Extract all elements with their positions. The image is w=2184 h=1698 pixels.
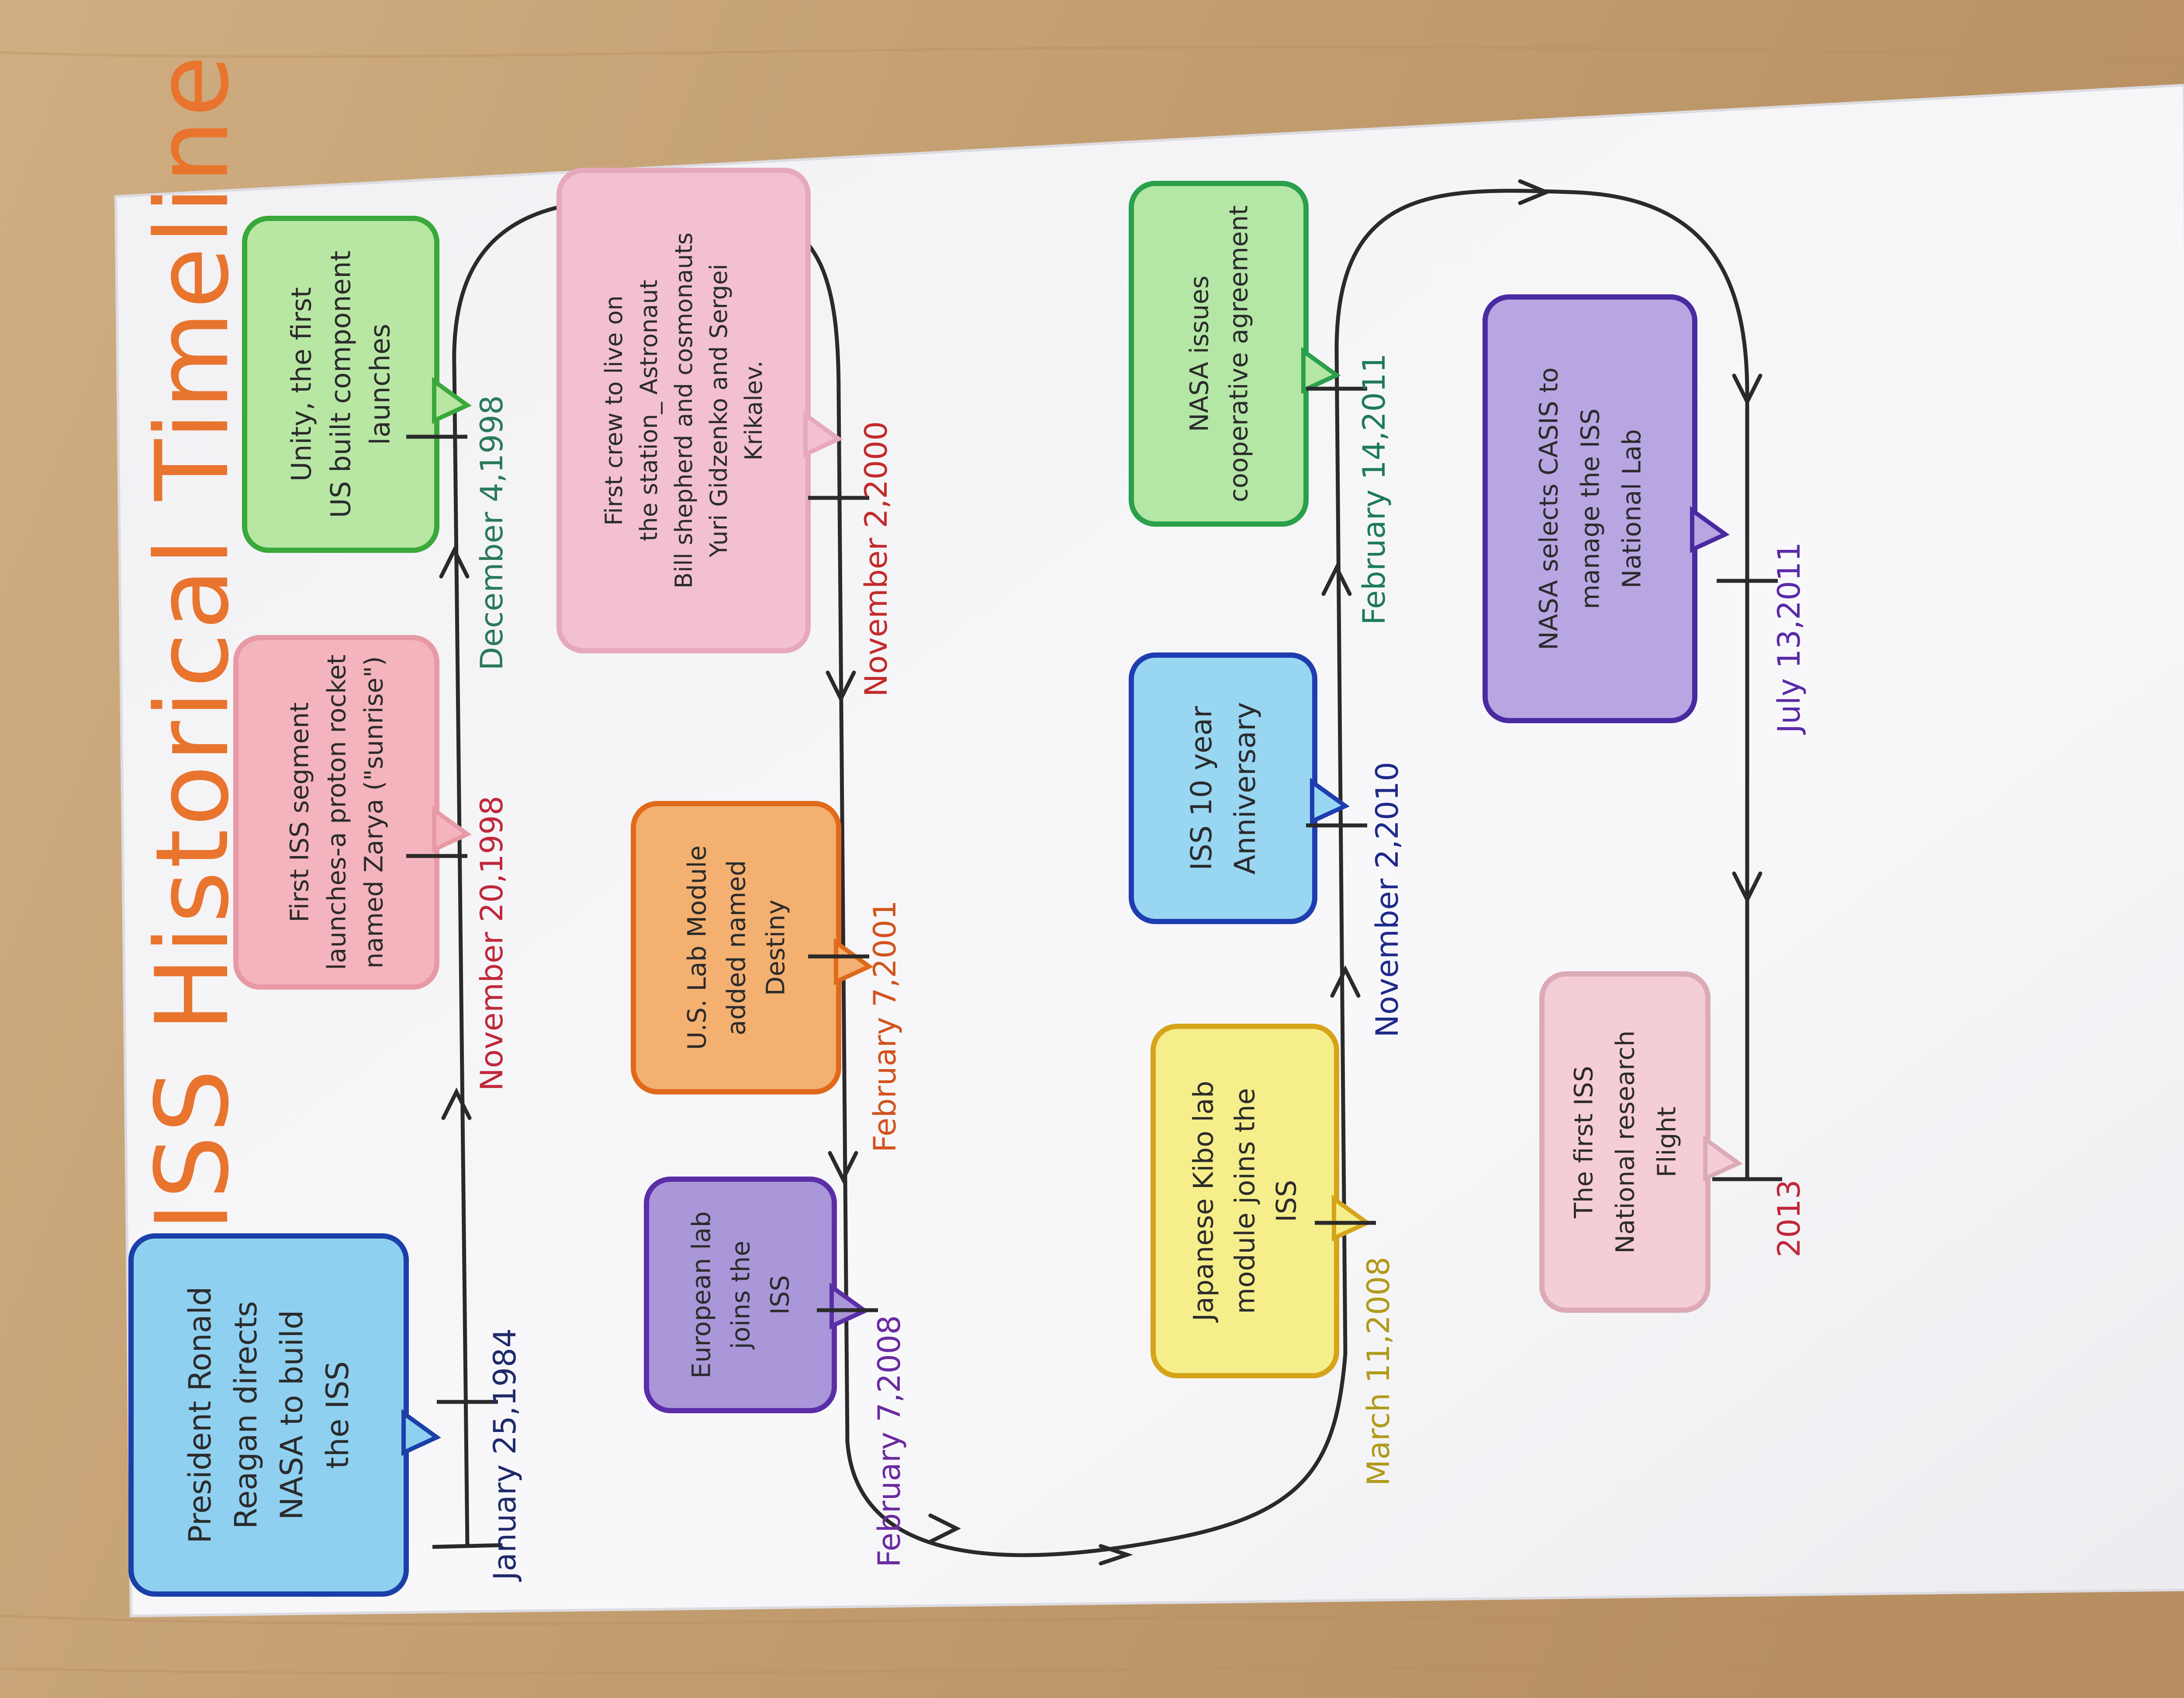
event-card: NASA issues cooperative agreement February… — [1129, 181, 1392, 625]
event-description-line: cooperative agreement — [1223, 205, 1253, 502]
event-date: January 25,1984 — [487, 1328, 523, 1582]
event-description-line: U.S. Lab Module — [682, 846, 712, 1050]
arrow-down-icon — [828, 1151, 858, 1184]
event-bubble — [556, 168, 811, 653]
event-bubble — [128, 1233, 409, 1597]
event-description-line: the station_ Astronaut — [635, 280, 663, 542]
event-description-line: ISS — [1271, 1180, 1303, 1222]
event-bubble-pointer — [432, 377, 472, 424]
event-description-line: Japanese Kibo lab — [1188, 1081, 1220, 1323]
event-date: February 7,2008 — [871, 1315, 907, 1567]
event-description-line: manage the ISS — [1575, 408, 1605, 609]
event-description-line: The first ISS — [1569, 1066, 1598, 1219]
event-description-line: First ISS segment — [284, 702, 314, 922]
event-description-line: NASA issues — [1184, 276, 1214, 432]
event-description-line: Flight — [1652, 1107, 1681, 1177]
event-description-line: NASA selects CASIS to — [1534, 367, 1563, 650]
arrow-up-icon — [1321, 563, 1352, 596]
event-card: Japanese Kibo lab module joins the ISS Marc… — [1151, 1024, 1396, 1486]
event-date: November 2,2010 — [1369, 762, 1405, 1037]
event-date: November 2,2000 — [858, 421, 894, 697]
arrow-down-icon — [1732, 871, 1762, 904]
event-description-line: Yuri Gidzenko and Sergei — [705, 264, 733, 558]
event-description-line: launches-a proton rocket — [321, 655, 351, 970]
wood-grain — [0, 45, 2184, 1681]
event-card: European lab joins the ISS February 7,2008 — [644, 1177, 907, 1567]
event-description-line: President Ronald — [182, 1287, 218, 1543]
event-description-line: Destiny — [760, 900, 790, 996]
event-description-line: European lab — [686, 1211, 716, 1378]
title-text: ISS Historical Timeline — [135, 53, 251, 1232]
event-description-line: US built component — [325, 251, 357, 518]
event-bubble-pointer — [829, 1282, 869, 1330]
event-description-line: Bill shepherd and cosmonauts — [670, 232, 698, 588]
event-bubble-pointer — [1690, 506, 1730, 553]
arrow-up-icon — [439, 545, 470, 579]
event-description-line: Unity, the first — [286, 287, 318, 482]
poster-title: ISS Historical Timeline — [135, 53, 251, 1232]
event-date: December 4,1998 — [474, 395, 510, 670]
event-card: ISS 10 year Anniversary November 2,2010 — [1129, 652, 1405, 1038]
event-date: 2013 — [1771, 1180, 1807, 1257]
event-description-line: the ISS — [320, 1361, 356, 1469]
event-card: NASA selects CASIS to manage the ISS Natio… — [1482, 294, 1807, 735]
event-description-line: NASA to build — [274, 1310, 310, 1520]
event-bubble-pointer — [1703, 1135, 1743, 1182]
event-card: President Ronald Reagan directs NASA to bu… — [128, 1233, 523, 1597]
event-date: July 13,2011 — [1771, 542, 1807, 735]
event-description-line: named Zarya ("sunrise") — [359, 656, 388, 968]
event-date: February 14,2011 — [1356, 353, 1392, 625]
event-bubble — [1482, 294, 1697, 723]
event-description-line: ISS — [765, 1275, 795, 1315]
event-description-line: National Lab — [1617, 429, 1646, 589]
event-description-line: launches — [364, 324, 396, 445]
event-description-line: joins the — [726, 1241, 755, 1350]
arrow-up-icon — [441, 1087, 472, 1120]
event-bubble-pointer — [401, 1409, 441, 1456]
event-card: The first ISS National research Flight 2013 — [1539, 971, 1807, 1313]
event-bubble-pointer — [1310, 777, 1350, 825]
arrow-up-icon — [1330, 965, 1361, 998]
arrow-right-icon — [928, 1513, 961, 1544]
arrow-right-icon — [1518, 179, 1552, 205]
event-bubble-pointer — [1332, 1194, 1372, 1242]
event-description-line: added named — [721, 860, 751, 1035]
arrow-down-icon — [826, 670, 856, 704]
timeline-start-cap — [432, 1543, 503, 1549]
event-date: March 11,2008 — [1361, 1256, 1396, 1486]
event-description-line: Reagan directs — [228, 1301, 264, 1529]
event-bubble-pointer — [432, 806, 472, 853]
event-description-line: National research — [1610, 1030, 1640, 1253]
event-description-line: Anniversary — [1228, 702, 1262, 875]
arrow-down-icon — [1732, 373, 1762, 407]
event-bubble — [1129, 181, 1309, 527]
event-bubble-pointer — [803, 411, 843, 458]
event-bubble-pointer — [1301, 347, 1341, 394]
event-date: November 20,1998 — [474, 796, 510, 1091]
event-description-line: Krikalev. — [740, 360, 767, 460]
event-description-line: ISS 10 year — [1185, 706, 1218, 870]
event-date: February 7,2001 — [867, 900, 903, 1152]
events-layer: President Ronald Reagan directs NASA to bu… — [128, 168, 1807, 1597]
arrow-right-icon — [1099, 1544, 1133, 1566]
event-card: U.S. Lab Module added named Destiny Februar… — [631, 801, 903, 1153]
event-description-line: First crew to live on — [600, 295, 628, 525]
event-bubble — [1129, 652, 1317, 924]
event-description-line: module joins the — [1229, 1088, 1261, 1314]
